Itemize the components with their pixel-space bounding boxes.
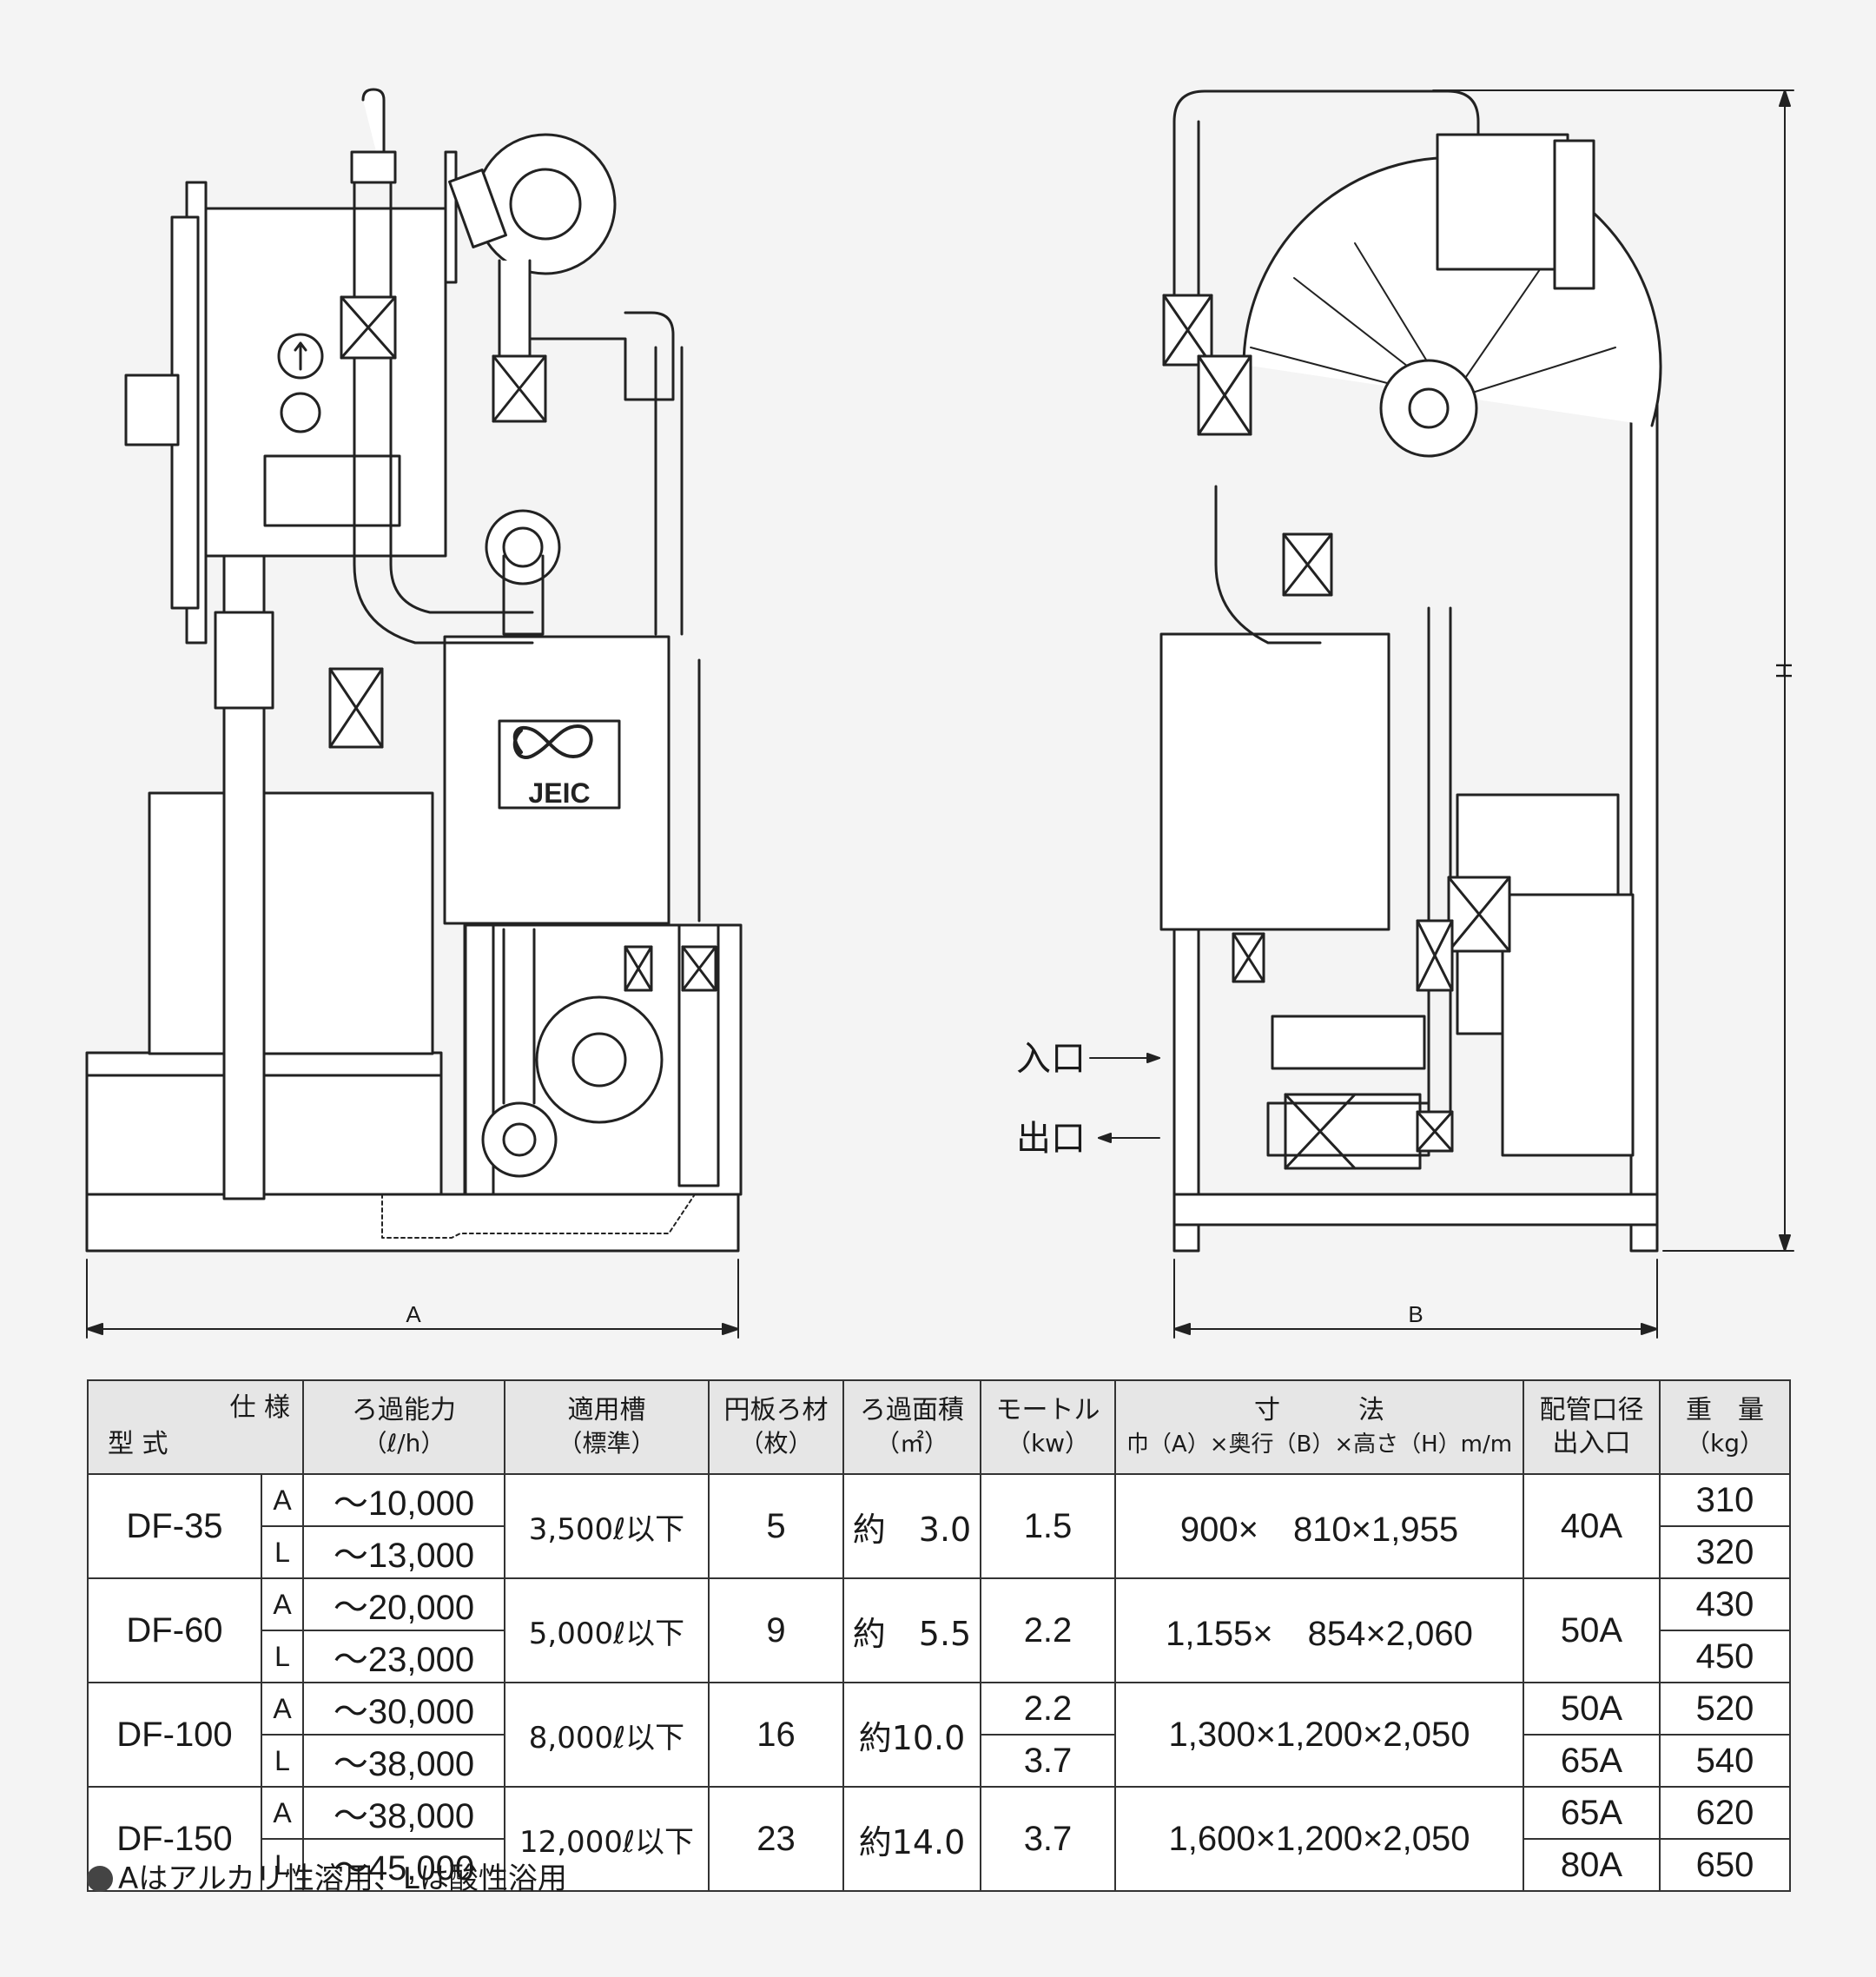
jeic-logo: JEIC [498,719,621,810]
table-row: L ～38,000 3.7 65A 540 [88,1734,1791,1788]
inlet-label: 入口 [1016,1039,1086,1079]
model-cell: DF-35 [87,1473,262,1579]
header-capacity: ろ過能力（ℓ/h） [302,1379,505,1475]
technical-drawing: JEIC [85,88,1797,1339]
discs-cell: 5 [708,1473,844,1579]
capacity-cell: ～30,000 [302,1682,505,1736]
table-row: DF-35 A ～10,000 3,500ℓ以下 5 約 3.0 1.5 900… [87,1473,1791,1579]
pipe-cell: 65A [1523,1786,1661,1840]
dimension-B [1173,1259,1658,1339]
weight-cell: 310 [1659,1473,1791,1527]
tank-cell: 3,500ℓ以下 [504,1473,710,1579]
weight-cell: 450 [1659,1630,1791,1683]
dimension-A [86,1259,739,1339]
dimensions-cell: 1,600×1,200×2,050 [1114,1786,1524,1892]
grade-cell: A [261,1786,304,1840]
discs-cell: 23 [708,1786,844,1892]
spec-table: 仕 様 型 式 ろ過能力（ℓ/h） 適用槽（標準） 円板ろ材（枚） ろ過面積（㎡… [87,1379,1791,1892]
front-view: JEIC [85,88,743,1253]
header-dimensions: 寸 法巾（A）×奥行（B）×高さ（H）m/m [1114,1379,1524,1475]
table-row: DF-100 A ～30,000 8,000ℓ以下 16 約10.0 2.2 1… [87,1682,1791,1788]
pipe-cell: 50A [1523,1577,1661,1683]
header-corner-spec: 仕 様 [229,1392,290,1423]
motor-cell: 1.5 [980,1473,1116,1579]
model-cell: DF-150 [87,1786,262,1892]
pipe-cell: 40A [1523,1473,1661,1579]
model-cell: DF-60 [87,1577,262,1683]
capacity-cell: ～13,000 [302,1525,505,1579]
side-view [1159,89,1662,1253]
bullet-icon [87,1866,113,1892]
grade-cell: A [261,1682,304,1736]
flow-arrows [1089,1053,1160,1143]
capacity-cell: ～20,000 [302,1577,505,1631]
area-cell: 約 3.0 [842,1473,981,1579]
discs-cell: 9 [708,1577,844,1683]
weight-cell: 650 [1659,1838,1791,1892]
table-row: L ～23,000 450 [88,1630,1791,1683]
dim-b-label: B [1408,1301,1423,1327]
header-weight: 重 量（kg） [1659,1379,1791,1475]
motor-cell: 2.2 [980,1682,1116,1736]
model-cell: DF-100 [87,1682,262,1788]
motor-cell: 2.2 [980,1577,1116,1683]
table-row: L ～13,000 320 [88,1525,1791,1579]
capacity-cell: ～45,000 [302,1838,505,1892]
dimensions-cell: 900× 810×1,955 [1114,1473,1524,1579]
header-corner: 仕 様 型 式 [87,1379,304,1475]
weight-cell: 540 [1659,1734,1791,1788]
header-motor: モートル（kw） [980,1379,1116,1475]
weight-cell: 620 [1659,1786,1791,1840]
discs-cell: 16 [708,1682,844,1788]
table-row: DF-60 A ～20,000 5,000ℓ以下 9 約 5.5 2.2 1,1… [87,1577,1791,1683]
dimension-H [1432,89,1794,1252]
area-cell: 約 5.5 [842,1577,981,1683]
dim-h-label: H [1771,663,1797,679]
header-row: 仕 様 型 式 ろ過能力（ℓ/h） 適用槽（標準） 円板ろ材（枚） ろ過面積（㎡… [87,1379,1791,1475]
dimensions-cell: 1,300×1,200×2,050 [1114,1682,1524,1788]
weight-cell: 430 [1659,1577,1791,1631]
tank-cell: 12,000ℓ以下 [504,1786,710,1892]
footnote-text: Aはアルカリ性溶用、Lは酸性浴用 [118,1861,567,1896]
tank-cell: 8,000ℓ以下 [504,1682,710,1788]
motor-cell: 3.7 [980,1786,1116,1892]
table-row: L ～45,000 80A 650 [88,1838,1791,1892]
pipe-cell: 80A [1523,1838,1661,1892]
pipe-cell: 50A [1523,1682,1661,1736]
header-pipe: 配管口径出入口 [1523,1379,1661,1475]
capacity-cell: ～38,000 [302,1786,505,1840]
weight-cell: 520 [1659,1682,1791,1736]
capacity-cell: ～10,000 [302,1473,505,1527]
dimensions-cell: 1,155× 854×2,060 [1114,1577,1524,1683]
header-discs: 円板ろ材（枚） [708,1379,844,1475]
footnote: Aはアルカリ性溶用、Lは酸性浴用 [87,1855,567,1897]
logo-text: JEIC [528,777,590,809]
grade-cell: L [261,1525,304,1579]
header-corner-model: 型 式 [108,1429,168,1459]
tank-cell: 5,000ℓ以下 [504,1577,710,1683]
header-area: ろ過面積（㎡） [842,1379,981,1475]
grade-cell: L [261,1630,304,1683]
area-cell: 約10.0 [842,1682,981,1788]
capacity-cell: ～38,000 [302,1734,505,1788]
dim-a-label: A [406,1301,421,1327]
grade-cell: A [261,1473,304,1527]
pipe-cell: 65A [1523,1734,1661,1788]
area-cell: 約14.0 [842,1786,981,1892]
header-tank: 適用槽（標準） [504,1379,710,1475]
grade-cell: L [261,1838,304,1892]
grade-cell: A [261,1577,304,1631]
grade-cell: L [261,1734,304,1788]
table-row: DF-150 A ～38,000 12,000ℓ以下 23 約14.0 3.7 … [87,1786,1791,1892]
motor-cell: 3.7 [980,1734,1116,1788]
outlet-label: 出口 [1016,1119,1086,1159]
capacity-cell: ～23,000 [302,1630,505,1683]
weight-cell: 320 [1659,1525,1791,1579]
